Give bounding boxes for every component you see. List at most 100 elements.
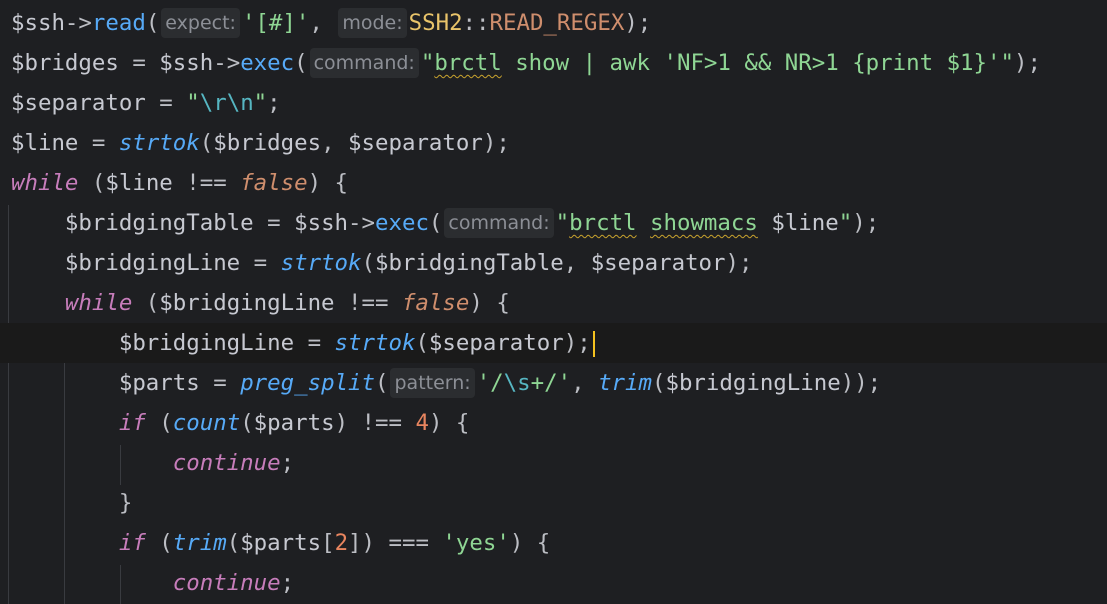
code-line[interactable]: $line = strtok($bridges, $separator);	[0, 123, 1107, 163]
code-line[interactable]: $parts = preg_split(pattern:'/\s+/', tri…	[0, 363, 1107, 403]
code-token: $ssh	[11, 10, 65, 36]
code-token: ->	[213, 50, 241, 76]
code-token: $parts	[118, 370, 200, 396]
code-token: ;	[280, 570, 295, 596]
code-token: ,	[571, 370, 599, 396]
code-token: (	[226, 530, 241, 556]
code-token: "	[838, 210, 853, 236]
code-token: ) {	[428, 410, 470, 436]
code-token: $ssh	[159, 50, 214, 76]
code-token: (	[132, 290, 160, 316]
indent-guide	[120, 445, 121, 485]
code-token: !==	[172, 170, 241, 196]
code-token: );	[725, 250, 753, 276]
code-token: );	[1013, 50, 1041, 76]
code-token	[758, 210, 771, 236]
code-token: $ssh	[294, 210, 349, 236]
code-token: ])	[348, 530, 376, 556]
code-token	[11, 410, 119, 436]
code-token: ,	[563, 250, 591, 276]
code-token: (	[415, 330, 429, 356]
code-token: ,	[309, 10, 337, 36]
code-token: strtok	[280, 250, 362, 276]
code-line[interactable]: $bridgingTable = $ssh->exec(command:"brc…	[0, 203, 1107, 243]
code-token: ->	[348, 210, 375, 236]
code-token: }	[11, 490, 133, 516]
code-token: (	[240, 410, 254, 436]
spelling-warning: showmacs	[650, 210, 758, 236]
code-token: "	[420, 50, 435, 76]
code-line[interactable]: }	[0, 483, 1107, 523]
code-token	[11, 570, 173, 596]
indent-guide	[8, 205, 9, 604]
code-token: trim	[172, 530, 227, 556]
parameter-hint: expect:	[161, 8, 240, 38]
code-token: $bridgingTable	[375, 250, 564, 276]
code-token: \s	[503, 370, 531, 396]
code-token	[11, 530, 119, 556]
code-token: )	[334, 410, 349, 436]
code-line[interactable]: $bridgingLine = strtok($bridgingTable, $…	[0, 243, 1107, 283]
code-token: $line	[105, 170, 173, 196]
code-token: =	[199, 370, 241, 396]
code-token: $separator	[11, 90, 146, 116]
code-token: (	[428, 210, 443, 236]
code-line[interactable]: while ($bridgingLine !== false) {	[0, 283, 1107, 323]
text-caret	[592, 330, 595, 357]
code-token: $parts	[240, 530, 322, 556]
code-token: ) {	[469, 290, 510, 316]
code-token: $bridgingLine	[665, 370, 841, 396]
code-token: );	[624, 10, 652, 36]
code-token: ===	[375, 530, 443, 556]
code-token: [	[321, 530, 335, 556]
code-line[interactable]: $ssh->read(expect:'[#]', mode:SSH2::READ…	[0, 3, 1107, 43]
code-line[interactable]: while ($line !== false) {	[0, 163, 1107, 203]
code-token: (	[145, 530, 173, 556]
code-token: while	[11, 170, 79, 196]
code-token: continue	[172, 570, 281, 596]
code-token: ::	[462, 10, 490, 36]
code-token: preg_split	[240, 370, 375, 396]
code-line[interactable]: $separator = "\r\n";	[0, 83, 1107, 123]
code-token: 4	[415, 410, 429, 436]
code-token: (	[145, 410, 173, 436]
code-token: $bridges	[11, 50, 119, 76]
code-token: ) {	[307, 170, 349, 196]
parameter-hint: pattern:	[390, 368, 475, 398]
code-token: =	[294, 330, 335, 356]
code-token: '[#]'	[241, 10, 310, 36]
code-token	[11, 370, 119, 396]
code-token: +/'	[530, 370, 572, 396]
code-token: exec	[240, 50, 295, 76]
code-token: (	[294, 50, 308, 76]
code-token: $parts	[253, 410, 335, 436]
spelling-warning: brctl	[434, 50, 502, 76]
code-token: (	[375, 370, 389, 396]
code-token: =	[118, 50, 160, 76]
code-token: 2	[334, 530, 349, 556]
code-token: (	[199, 130, 214, 156]
code-line[interactable]: if (trim($parts[2]) === 'yes') {	[0, 523, 1107, 563]
code-line[interactable]: continue;	[0, 443, 1107, 483]
code-token: strtok	[334, 330, 416, 356]
parameter-hint: command:	[444, 208, 554, 238]
code-token: $line	[771, 210, 839, 236]
code-token: strtok	[118, 130, 200, 156]
code-token	[11, 450, 173, 476]
code-token: if	[118, 410, 146, 436]
code-token	[11, 330, 119, 356]
code-token: (	[651, 370, 666, 396]
code-token: !==	[334, 290, 402, 316]
code-token: $bridgingTable	[64, 210, 254, 236]
code-line[interactable]: continue;	[0, 563, 1107, 603]
code-token: ) {	[509, 530, 551, 556]
code-line[interactable]: $bridges = $ssh->exec(command:"brctl sho…	[0, 43, 1107, 83]
code-token: "	[253, 90, 268, 116]
parameter-hint: command:	[309, 48, 419, 78]
code-line-current[interactable]: $bridgingLine = strtok($separator);	[0, 323, 1107, 363]
code-token	[11, 250, 65, 276]
code-token: ;	[267, 90, 281, 116]
code-token: );	[482, 130, 510, 156]
code-line[interactable]: if (count($parts) !== 4) {	[0, 403, 1107, 443]
